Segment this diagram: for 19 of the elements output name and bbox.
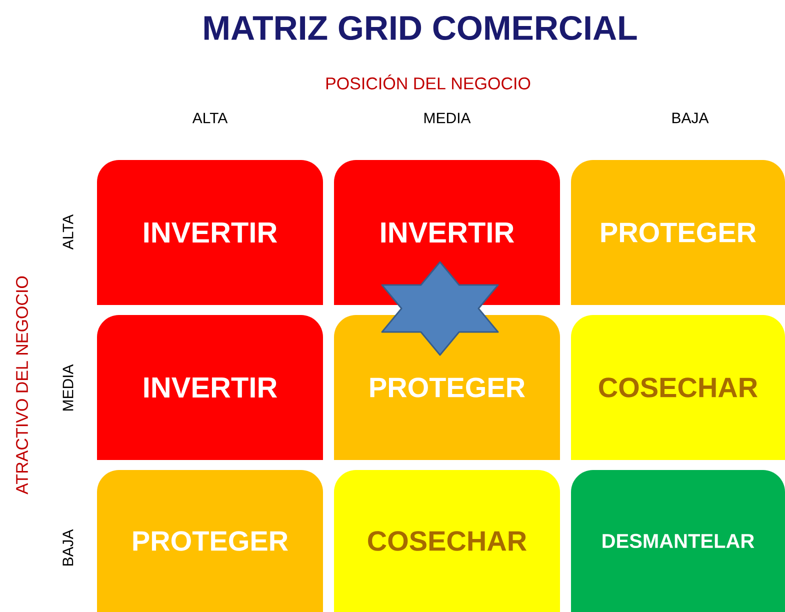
- matrix-cell: DESMANTELAR: [571, 470, 785, 612]
- row-label: BAJA: [62, 529, 74, 566]
- row-label: MEDIA: [62, 364, 74, 411]
- matrix-cell: INVERTIR: [334, 160, 560, 305]
- matrix-cell: PROTEGER: [334, 314, 560, 460]
- matrix-cell: COSECHAR: [334, 470, 560, 612]
- column-label: BAJA: [672, 112, 709, 124]
- column-label: MEDIA: [424, 112, 471, 124]
- axis-title: POSICIÓN DEL NEGOCIO: [326, 74, 530, 90]
- matrix-cell: COSECHAR: [571, 314, 785, 460]
- matrix-cell: PROTEGER: [97, 470, 323, 612]
- title: MATRIZ GRID COMERCIAL: [204, 16, 637, 40]
- axis-title: ATRACTIVO DEL NEGOCIO: [16, 276, 28, 494]
- matrix-cell: PROTEGER: [571, 160, 785, 305]
- star-marker: [381, 261, 499, 356]
- row-label: ALTA: [62, 214, 74, 250]
- column-label: ALTA: [192, 112, 228, 124]
- matrix-cell: INVERTIR: [97, 314, 323, 460]
- matrix-cell: INVERTIR: [97, 160, 323, 305]
